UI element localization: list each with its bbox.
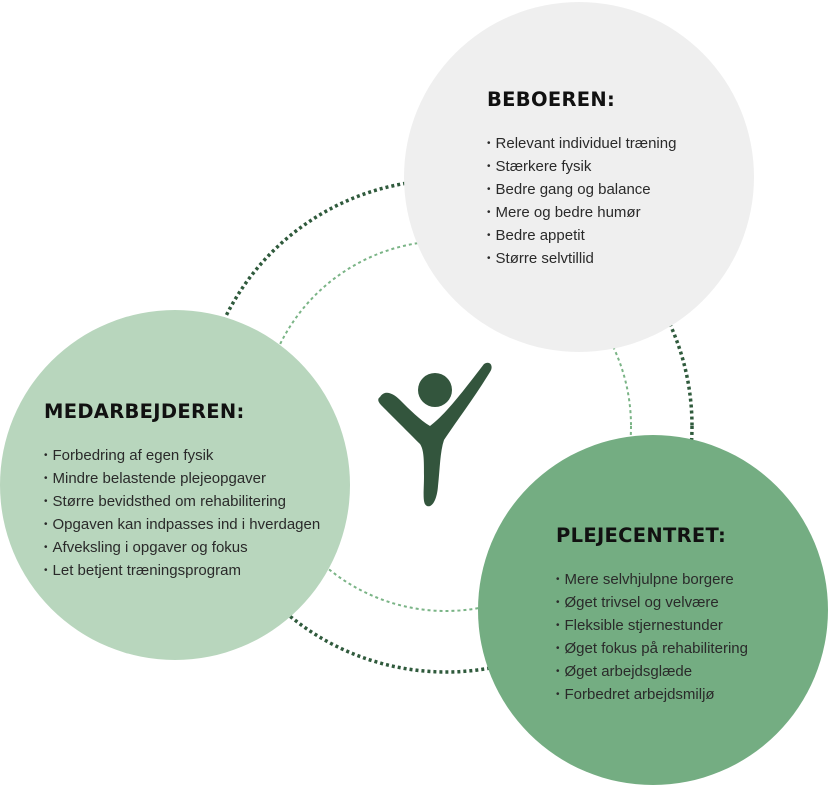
medarbejder-item: Opgaven kan indpasses ind i hverdagen (44, 514, 321, 537)
medarbejder-item: Let betjent træningsprogram (44, 560, 320, 583)
person-raising-arms-icon (378, 362, 492, 507)
logo-head (418, 373, 452, 407)
beboer-item: Mere og bedre humør (487, 202, 676, 225)
medarbejder-item: Mindre belastende plejeopgaver (44, 468, 320, 491)
plejecenter-item: Øget trivsel og velvære (556, 592, 748, 615)
beboer-item: Større selvtillid (487, 248, 676, 271)
beboer-item: Bedre appetit (487, 225, 676, 248)
plejecenter-item: Forbedret arbejdsmiljø (556, 684, 748, 707)
medarbejder-item: Afveksling i opgaver og fokus (44, 537, 320, 560)
plejecenter-item: Fleksible stjernestunder (556, 615, 748, 638)
beboer-list: Relevant individuel træning Stærkere fys… (487, 133, 677, 271)
plejecenter-item: Øget fokus på rehabilitering (556, 638, 748, 661)
plejecenter-item: Øget arbejdsglæde (556, 661, 748, 684)
plejecenter-item: Mere selvhjulpne borgere (556, 569, 748, 592)
beboer-title: BEBOEREN: (487, 88, 616, 111)
medarbejder-title: MEDARBEJDEREN: (44, 400, 245, 423)
beboer-item: Stærkere fysik (487, 156, 676, 179)
medarbejder-item: Større bevidsthed om rehabilitering (44, 491, 320, 514)
plejecenter-list: Mere selvhjulpne borgere Øget trivsel og… (556, 569, 748, 707)
medarbejder-item: Forbedring af egen fysik (44, 445, 320, 468)
beboer-item: Bedre gang og balance (487, 179, 676, 202)
logo-body (378, 362, 492, 507)
medarbejder-section: MEDARBEJDEREN: Forbedring af egen fysik … (44, 400, 320, 583)
beboer-section: BEBOEREN: Relevant individuel træning St… (487, 88, 676, 271)
plejecenter-section: PLEJECENTRET: Mere selvhjulpne borgere Ø… (556, 524, 748, 707)
plejecenter-title: PLEJECENTRET: (556, 524, 727, 547)
medarbejder-list: Forbedring af egen fysik Mindre belasten… (44, 445, 321, 583)
beboer-item: Relevant individuel træning (487, 133, 677, 156)
